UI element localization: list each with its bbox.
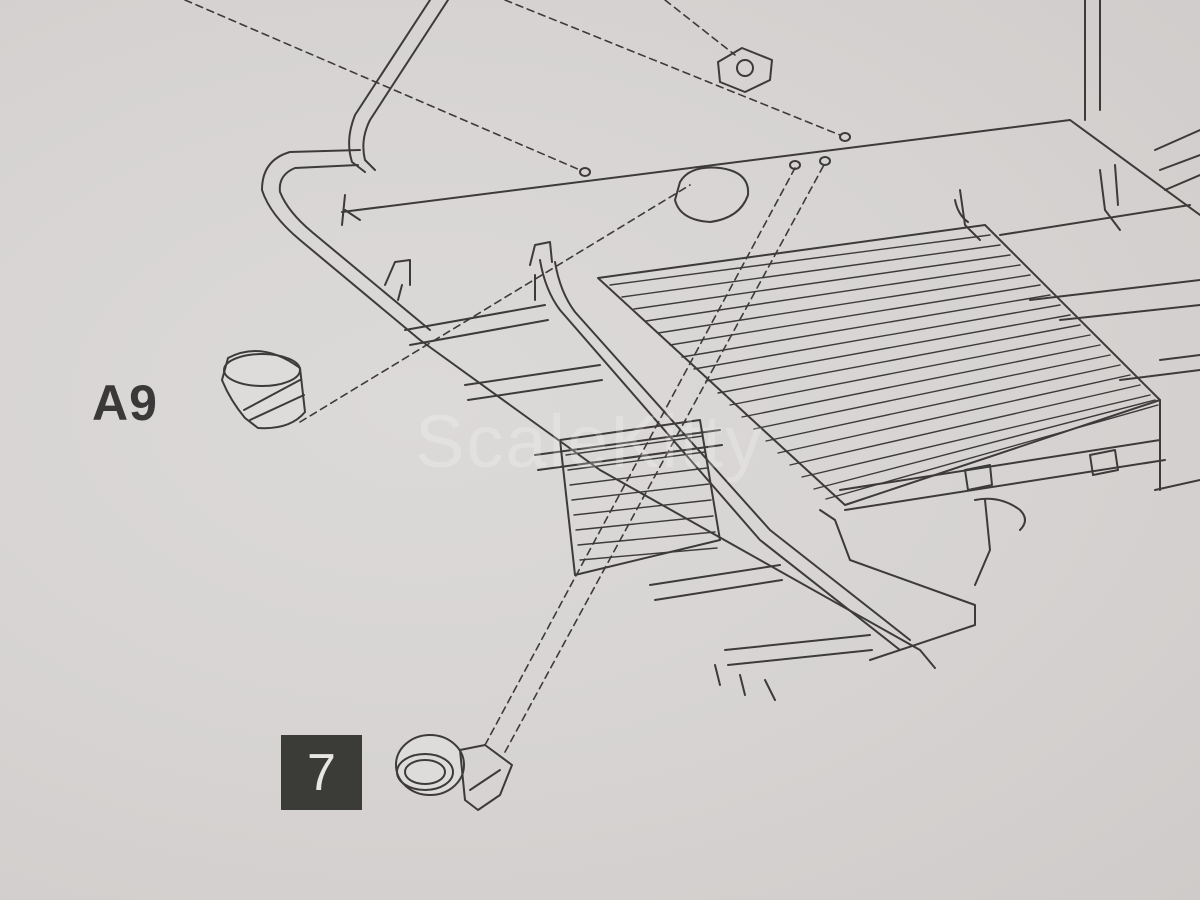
part-a9-icon [221,349,306,430]
nut-part [717,47,773,93]
body-right-wall [1069,119,1200,216]
ladder-rail-a [404,304,549,346]
ladder-rail-b [464,364,603,401]
bed-slats [609,234,1159,500]
body-right-slats [1154,129,1200,191]
ladder-rail-e [724,634,873,666]
guide-line-a9 [299,184,691,423]
body-top-edge [341,119,1071,213]
toolbox-outline [559,419,721,576]
guide-line-7a [484,167,796,746]
grab-handle [348,0,449,173]
step-number-badge: 7 [281,735,362,810]
guide-line-7b [504,162,826,753]
part-label-a9: A9 [92,375,158,431]
part-7-icon [395,734,513,811]
watermark-text: ScaleKitty [415,400,765,483]
body-rear-post [1084,0,1101,121]
hook-bracket [674,166,750,223]
nut-hole [736,59,754,77]
ladder-rail-d [649,564,783,601]
long-side-rail [539,259,911,651]
ladder-rail-c [534,429,723,471]
left-frame-rail [261,149,936,669]
